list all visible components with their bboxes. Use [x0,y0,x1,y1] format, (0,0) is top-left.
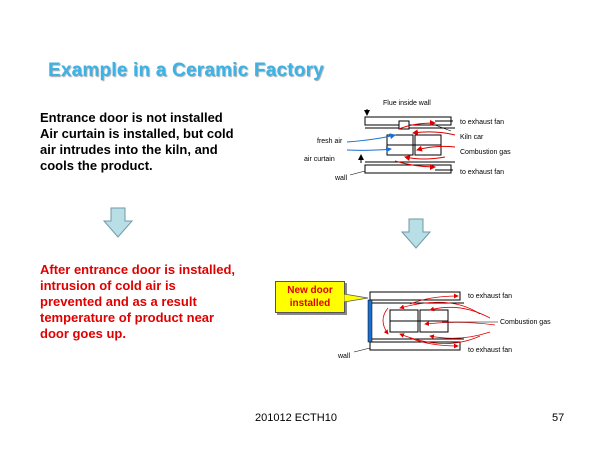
label-combustion: Combustion gas [460,149,511,156]
kiln-diagram-after: to exhaust fan Combustion gas wall to ex… [337,291,551,360]
kiln-top-wall [369,291,461,301]
footer-code: 201012 ECTH10 [255,412,337,424]
slide-title: Example in a Ceramic Factory [48,60,324,81]
after-line: intrusion of cold air is [40,278,176,293]
label-wall: wall [334,175,348,182]
label-exhaust-top: to exhaust fan [460,119,504,126]
kiln-diagram-before: Flue inside wall to exhaust fan Kiln car… [304,100,511,182]
after-line: After entrance door is installed, [40,262,236,277]
callout-pointer [344,293,369,303]
down-arrow-right-icon [400,218,432,249]
label-exhaust-bottom: to exhaust fan [460,169,504,176]
before-line: Entrance door is not installed [40,110,223,125]
callout-line: installed [289,298,331,309]
before-line: Air curtain is installed, but cold [40,126,234,141]
before-line: air intrudes into the kiln, and [40,142,218,157]
before-text: Entrance door is not installed Air curta… [40,110,275,174]
after-line: door goes up. [40,326,126,341]
after-line: temperature of product near [40,310,215,325]
label-flue: Flue inside wall [383,100,431,107]
page-number: 57 [552,412,565,424]
kiln-bottom-wall [369,341,461,351]
label-kiln-car: Kiln car [460,134,484,141]
new-door-callout: New door installed [275,281,345,313]
label-wall: wall [337,353,351,360]
down-arrow-left-icon [102,207,134,238]
after-line: prevented and as a result [40,294,197,309]
new-door [367,299,373,343]
label-exhaust-top: to exhaust fan [468,293,512,300]
label-exhaust-bottom: to exhaust fan [468,347,512,354]
after-text: After entrance door is installed, intrus… [40,262,275,342]
label-fresh-air: fresh air [317,138,343,145]
kiln-bottom-wall [364,164,452,174]
label-air-curtain: air curtain [304,156,335,163]
flue [398,120,410,130]
label-combustion: Combustion gas [500,319,551,326]
before-line: cools the product. [40,158,153,173]
callout-line: New door [287,285,333,296]
